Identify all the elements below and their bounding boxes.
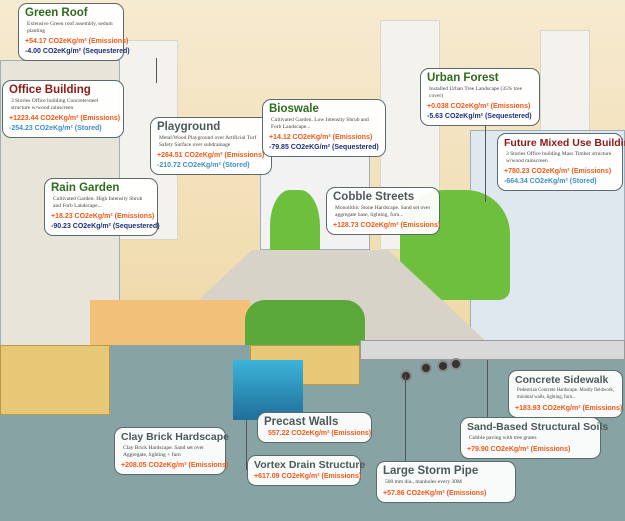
storm-pipe xyxy=(437,360,449,372)
stored-value: -254.23 CO2eKg/m² (Stored) xyxy=(9,125,102,132)
emissions-value: +14.12 CO2eKg/m² (Emissions) xyxy=(269,134,373,141)
callout-title: Future Mixed Use Building xyxy=(504,137,625,149)
sequestered-value: -79.85 CO2eKG/m² (Sequestered) xyxy=(269,144,379,151)
leader-line xyxy=(246,420,247,470)
callout-bioswale: Bioswale Cultivated Garden. Low Intensit… xyxy=(262,99,386,157)
sequestered-value: -5.63 CO2eKg/m² (Sequestered) xyxy=(427,113,532,120)
callout-large-storm-pipe: Large Storm Pipe 500 mm dia., manholes e… xyxy=(376,461,516,503)
callout-future-mixed-use-building: Future Mixed Use Building 3 Stories Offi… xyxy=(497,133,625,191)
callout-desc: Installed Urban Tree Landscape (35% tree… xyxy=(429,86,523,99)
callout-desc: Pedestrian Concrete Hardscape. Mostly fi… xyxy=(517,388,614,400)
emissions-value: +264.51 CO2eKg/m² (Emissions) xyxy=(157,152,265,159)
callout-green-roof: Green Roof Extensive Green roof assembly… xyxy=(18,3,130,61)
callout-vortex-drain-structure: Vortex Drain Structure +617.09 CO2eKg/m²… xyxy=(247,455,366,486)
callout-concrete-sidewalk: Concrete Sidewalk Pedestrian Concrete Ha… xyxy=(508,370,623,418)
emissions-value: +57.86 CO2eKg/m² (Emissions) xyxy=(383,489,487,497)
callout-title: Bioswale xyxy=(269,103,319,115)
callout-title: Urban Forest xyxy=(427,72,499,84)
callout-title: Playground xyxy=(157,121,221,133)
callout-title: Office Building xyxy=(9,84,91,96)
leader-line xyxy=(405,375,406,461)
callout-clay-brick-hardscape: Clay Brick Hardscape Clay Brick Hardscap… xyxy=(114,427,229,475)
emissions-value: +183.93 CO2eKg/m² (Emissions) xyxy=(515,405,623,412)
callout-title: Cobble Streets xyxy=(333,191,415,203)
callout-desc: Cobble paving with tree grates xyxy=(469,435,537,441)
stored-value: -210.72 CO2eKg/m² (Stored) xyxy=(157,162,250,169)
soil-layer xyxy=(0,345,110,415)
emissions-value: +780.23 CO2eKg/m² (Emissions) xyxy=(504,168,612,175)
leader-line xyxy=(156,58,157,83)
callout-precast-walls: Precast Walls 557.22 CO2eKg/m² (Emission… xyxy=(257,412,372,443)
callout-cobble-streets: Cobble Streets Monolithic Stone Hardscap… xyxy=(326,187,440,235)
stored-value: -664.34 CO2eKg/m² (Stored) xyxy=(504,178,597,185)
callout-title: Sand-Based Structural Soils xyxy=(467,421,609,433)
storm-pipe xyxy=(450,358,462,370)
callout-title: Large Storm Pipe xyxy=(383,465,479,477)
callout-desc: Metal/Wood Playground over Artificial Tu… xyxy=(159,135,257,148)
leader-line xyxy=(487,360,488,417)
emissions-value: +1223.44 CO2eKg/m² (Emissions) xyxy=(9,115,121,122)
emissions-value: 557.22 CO2eKg/m² (Emissions) xyxy=(268,430,372,437)
callout-desc: Monolithic Stone Hardscape. Sand set ove… xyxy=(335,205,431,218)
emissions-value: +18.23 CO2eKg/m² (Emissions) xyxy=(51,213,155,220)
callout-playground: Playground Metal/Wood Playground over Ar… xyxy=(150,117,272,175)
emissions-value: +208.05 CO2eKg/m² (Emissions) xyxy=(121,462,229,469)
callout-desc: Cultivated Garden. Low Intensity Shrub a… xyxy=(271,117,369,130)
emissions-value: +617.09 CO2eKg/m² (Emissions) xyxy=(254,473,362,480)
callout-title: Clay Brick Hardscape xyxy=(121,431,229,443)
sequestered-value: -4.00 CO2eKg/m² (Sequestered) xyxy=(25,48,130,55)
sidewalk-slab xyxy=(360,340,625,360)
callout-desc: 3 Stories Office building Mass Timber st… xyxy=(506,151,612,164)
callout-title: Rain Garden xyxy=(51,182,120,194)
emissions-value: +54.17 CO2eKg/m² (Emissions) xyxy=(25,38,129,45)
callout-desc: 3 Stories Office building Concrete/steel… xyxy=(11,98,99,111)
storm-pipe xyxy=(400,370,412,382)
callout-desc: Cultivated Garden. High Intensity Shrub … xyxy=(53,196,143,209)
emissions-value: +128.73 CO2eKg/m² (Emissions) xyxy=(333,222,441,229)
emissions-value: +79.90 CO2eKg/m² (Emissions) xyxy=(467,445,571,453)
callout-title: Green Roof xyxy=(25,7,88,19)
callout-office-building: Office Building 3 Stories Office buildin… xyxy=(2,80,124,138)
callout-urban-forest: Urban Forest Installed Urban Tree Landsc… xyxy=(420,68,540,126)
storm-pipe xyxy=(420,362,432,374)
callout-title: Concrete Sidewalk xyxy=(515,374,609,386)
callout-rain-garden: Rain Garden Cultivated Garden. High Inte… xyxy=(44,178,160,236)
sequestered-value: -90.23 CO2eKg/m² (Sequestered) xyxy=(51,223,160,230)
callout-desc: Extensive Green roof assembly, sedum pla… xyxy=(27,21,113,34)
vortex-drain-water xyxy=(233,360,303,420)
callout-desc: 500 mm dia., manholes every 30M xyxy=(385,479,462,485)
callout-desc: Clay Brick Hardscape. Sand set over Aggr… xyxy=(123,445,204,458)
callout-title: Precast Walls xyxy=(264,416,339,428)
callout-title: Vortex Drain Structure xyxy=(254,459,366,471)
emissions-value: +0.038 CO2eKg/m² (Emissions) xyxy=(427,103,531,110)
leader-line xyxy=(485,122,486,202)
callout-sand-based-structural-soils: Sand-Based Structural Soils Cobble pavin… xyxy=(460,417,609,459)
